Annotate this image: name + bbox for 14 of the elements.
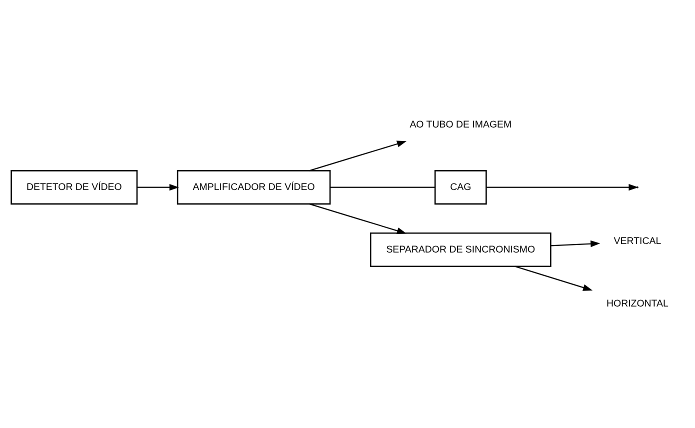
- node-box: DETETOR DE VÍDEO: [10, 170, 138, 204]
- connector: [330, 186, 435, 188]
- arrow: [309, 202, 407, 234]
- node-text: VERTICAL: [614, 236, 662, 247]
- node-box: AMPLIFICADOR DE VÍDEO: [176, 170, 331, 204]
- arrow: [486, 183, 638, 190]
- node-text: AO TUBO DE IMAGEM: [410, 118, 512, 130]
- arrow: [550, 240, 600, 247]
- node-box: SEPARADOR DE SINCRONISMO: [370, 232, 552, 267]
- arrow: [515, 265, 593, 290]
- node-box: CAG: [434, 170, 487, 204]
- arrow: [137, 183, 180, 190]
- arrow: [309, 140, 407, 171]
- node-text: HORIZONTAL: [606, 298, 668, 310]
